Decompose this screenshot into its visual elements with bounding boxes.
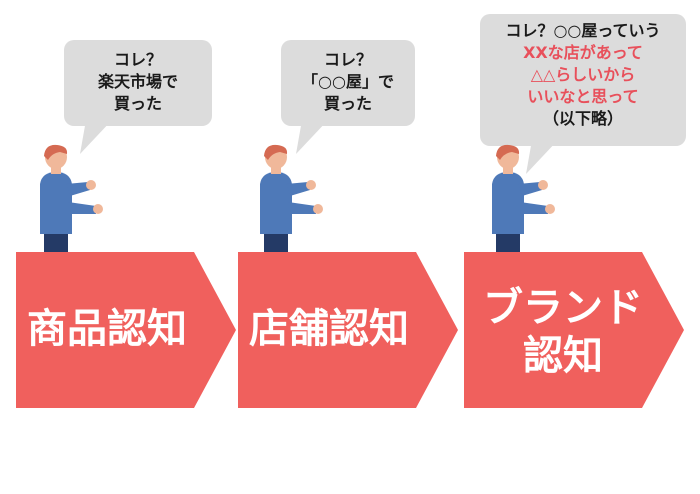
speech-bubble-2: コレ？ 「○○屋」で 買った bbox=[281, 40, 415, 126]
stage-3-label-line-2: 認知 bbox=[523, 333, 603, 379]
stage-1-label: 商品認知 bbox=[16, 306, 198, 352]
stage-2-label-line-1: 店舗認知 bbox=[249, 306, 409, 352]
person-pointing-icon bbox=[260, 144, 323, 258]
bubble-1-line-3: 買った bbox=[113, 94, 162, 113]
stage-2-arrow-icon bbox=[238, 252, 458, 408]
bubble-1-line-1: コレ？ bbox=[113, 50, 162, 69]
person-pointing-icon bbox=[40, 144, 103, 258]
bubble-3-line-1: コレ？○○屋っていう bbox=[505, 21, 661, 40]
speech-bubble-2-tail-icon bbox=[296, 120, 328, 154]
speech-bubble-3: コレ？○○屋っていう XXな店があって △△らしいから いいなと思って （以下略… bbox=[480, 14, 686, 146]
bubble-3-line-2: XXな店があって bbox=[523, 43, 643, 62]
stage-3-label-line-1: ブランド bbox=[483, 285, 643, 331]
bubble-2-line-1: コレ？ bbox=[323, 50, 372, 69]
person-pointing-icon bbox=[492, 144, 555, 258]
bubble-3-line-4: いいなと思って bbox=[527, 87, 639, 106]
bubble-3-line-5: （以下略） bbox=[542, 109, 623, 128]
speech-bubble-1: コレ？ 楽天市場で 買った bbox=[64, 40, 212, 126]
stage-3-arrow-icon bbox=[464, 252, 684, 408]
stage-3-label: ブランド 認知 bbox=[464, 284, 662, 380]
speech-bubble-3-tail-icon bbox=[526, 140, 558, 174]
bubble-2-line-3: 買った bbox=[323, 94, 372, 113]
speech-bubble-1-tail-icon bbox=[80, 120, 112, 154]
stage-1-label-line-1: 商品認知 bbox=[27, 306, 187, 352]
bubble-2-line-2: 「○○屋」で bbox=[302, 72, 394, 91]
bubble-1-line-2: 楽天市場で bbox=[97, 72, 178, 91]
stage-1-arrow-icon bbox=[16, 252, 236, 408]
bubble-3-line-3: △△らしいから bbox=[530, 65, 636, 84]
stage-2-label: 店舗認知 bbox=[238, 306, 420, 352]
